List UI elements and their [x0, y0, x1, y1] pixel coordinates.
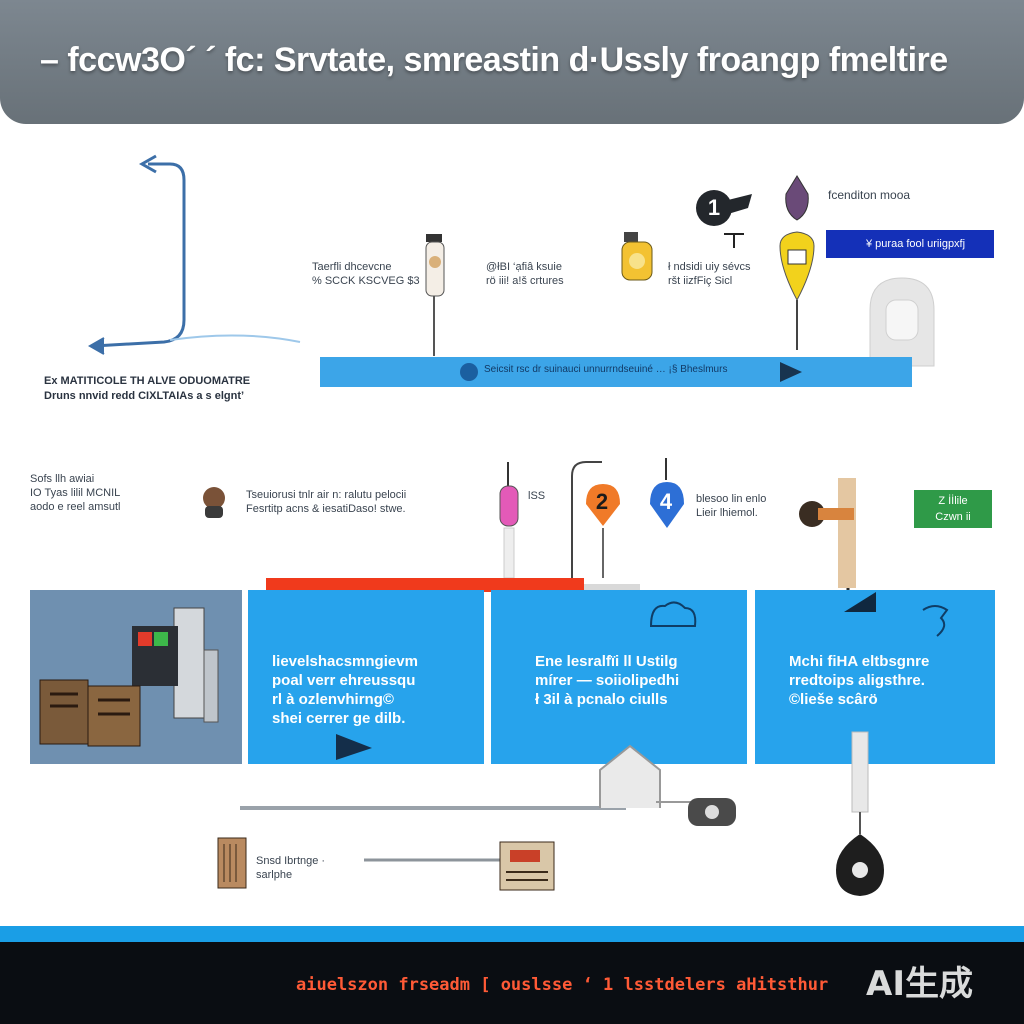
bar-bullet-icon [460, 363, 478, 381]
step-1-marker: 1 [694, 186, 756, 234]
bar-arrow-icon [780, 362, 802, 382]
faded-device-icon [869, 277, 935, 367]
machinery-icon [30, 590, 242, 764]
footer-band [0, 926, 1024, 942]
avatar [203, 487, 225, 518]
hanging-probe-icon [836, 731, 884, 896]
ai-watermark: AI生成 [866, 964, 973, 1004]
step-4-marker: 4 [646, 478, 688, 530]
panel-3-outline-icon [922, 605, 949, 637]
return-arrow-icon [87, 154, 301, 355]
header-bar [0, 0, 1024, 124]
process-bar-1 [320, 357, 912, 387]
step-2-marker: 2 [582, 480, 624, 528]
step-4-cap-icon [665, 458, 667, 480]
panel-1-arrow-icon [336, 734, 372, 760]
footer-bar [0, 942, 1024, 1024]
tulip-pin-icon [779, 175, 815, 350]
pin-base-icon [724, 233, 744, 248]
probe-icon [425, 234, 445, 356]
sensor-icon [621, 232, 653, 281]
pin-label: lSS [528, 490, 546, 502]
panel-2-outline-icon [649, 601, 697, 627]
pink-probe-icon [499, 462, 519, 579]
panel-3-notch-icon [844, 592, 876, 612]
red-process-bar [266, 578, 584, 592]
machinery-photo [30, 590, 242, 764]
connector-rail-icon [240, 744, 736, 826]
step-2-stand-icon [571, 461, 602, 580]
cable-connector-icon [364, 841, 555, 891]
step-2-stem-icon [602, 528, 604, 578]
bottom-note: Snsd Ibrtnge ·sarlphe [256, 855, 326, 881]
blue-tag: ¥ puraa fool uriigpxfj [826, 230, 994, 258]
page-title: – fccw3O´ ´ fc: Srvtate, smreastin d·Uss… [40, 41, 948, 79]
top-right-label: fcenditon mooa [828, 188, 911, 202]
footer-text: aiuelszon frseadm [ ouslsse ‘ 1 lsstdele… [296, 975, 829, 995]
red-bar-tail [584, 584, 640, 590]
process-bar-1-text: Seicsit rsc dr suinauci unnurrndseuiné …… [484, 364, 728, 375]
label-a: Taerfli dhcevcne% SCCK KSCVEG $3 [312, 261, 420, 287]
battery-pack-icon [217, 837, 247, 889]
